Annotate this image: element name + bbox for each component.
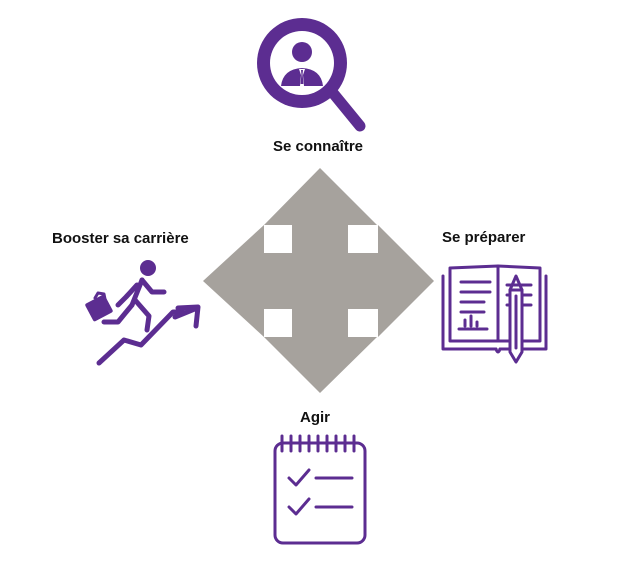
running-businessman-icon [85,260,201,366]
node-label-agir: Agir [300,409,330,426]
search-person-icon [257,18,366,132]
node-label-se-connaitre: Se connaître [272,138,364,155]
book-pencil-icon [441,264,548,364]
checklist-icon [273,434,367,545]
four-way-arrow-icon [203,168,434,393]
node-label-booster-sa-carriere: Booster sa carrière [52,230,189,247]
node-label-se-preparer: Se préparer [442,229,526,246]
